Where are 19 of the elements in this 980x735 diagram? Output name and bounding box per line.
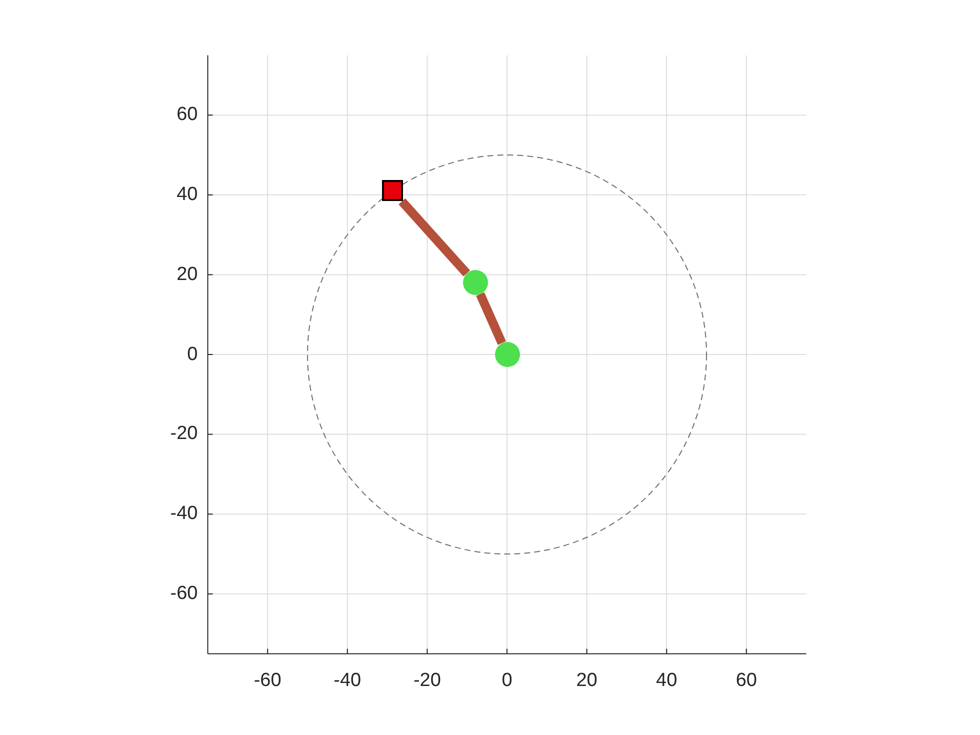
y-tick-label: 40 [176,184,198,206]
end-effector-square [382,180,403,202]
joint-circle [494,342,520,367]
y-tick-label: -60 [170,582,198,605]
x-tick-label: -60 [254,670,282,692]
joint-circle [462,270,488,296]
arm-link [398,198,470,276]
x-tick-label: 40 [656,670,678,692]
x-tick-label: 20 [576,670,598,692]
x-tick-label: 60 [736,670,757,692]
y-tick-label: 0 [187,344,198,366]
y-tick-label: 20 [176,264,198,286]
y-tick-label: -20 [170,423,198,446]
x-tick-label: -40 [334,670,362,692]
x-tick-label: 0 [502,670,512,692]
arm-link [476,292,506,345]
y-tick-label: 60 [176,104,198,126]
y-tick-label: -40 [170,503,198,526]
x-tick-label: -20 [413,670,441,692]
